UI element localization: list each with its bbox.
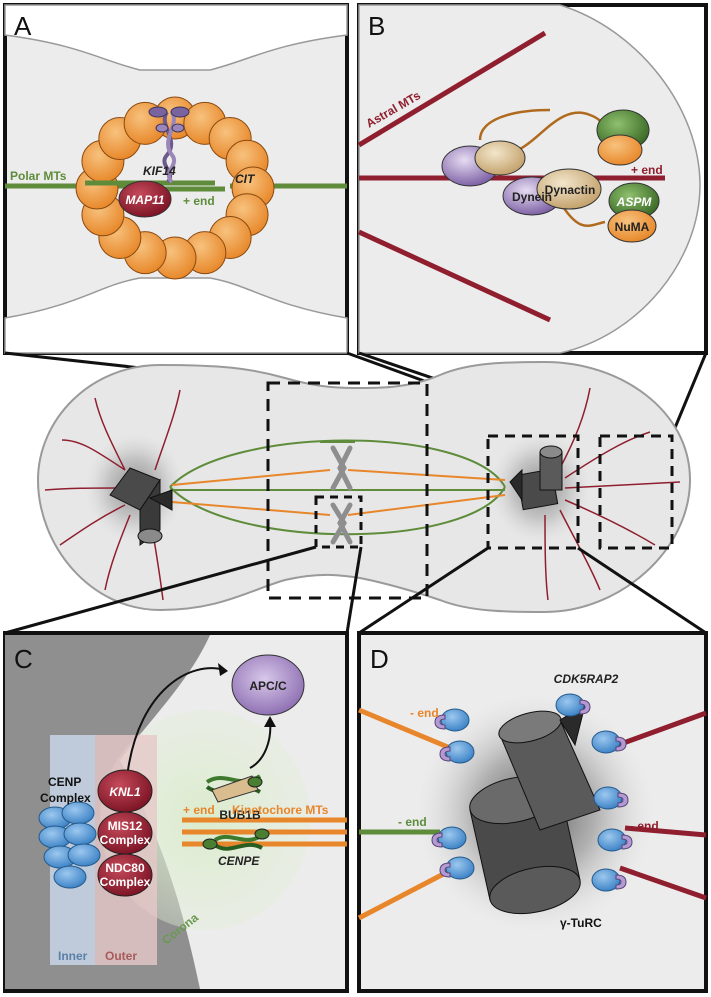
d-minus-end-label-2: - end [398, 815, 427, 829]
apcc-label: APC/C [249, 679, 287, 693]
b-plus-end-label: + end [631, 163, 663, 177]
cdk5rap2-protein [434, 714, 446, 730]
dynein-label: Dynein [512, 190, 552, 204]
c-plus-end-label: + end [183, 803, 215, 817]
cdk5rap2-protein [439, 862, 451, 878]
cdk5rap2-label: CDK5RAP2 [554, 672, 619, 686]
right-centrosome [509, 445, 563, 511]
panel-a-letter: A [14, 11, 32, 41]
kif14-label: KIF14 [143, 164, 176, 178]
cdk5rap2-protein [617, 792, 629, 808]
outer-label: Outer [105, 949, 137, 963]
ndc80-label-line2: Complex [100, 875, 151, 889]
numa-upper [597, 134, 643, 166]
numa-tether [478, 108, 551, 141]
cit-label: CIT [235, 172, 256, 186]
bub1b-label: BUB1B [219, 808, 261, 822]
knl1-to-apcc-arrow [127, 667, 226, 771]
cdk5rap2-protein [431, 832, 443, 848]
astral-mt [617, 710, 707, 748]
d-minus-end-label-3: - end [630, 819, 659, 833]
cdk5rap2-protein [579, 699, 591, 715]
mis12-label-line2: Complex [100, 833, 151, 847]
map11-label: MAP11 [125, 193, 164, 207]
kinetochore-mt [357, 865, 457, 921]
cdk5rap2-protein [439, 746, 451, 762]
panel-c: APC/C BUB1B CENP Complex KNL1 MIS12 Comp… [3, 631, 349, 993]
polar-mts-label: Polar MTs [10, 169, 67, 183]
astral-mt [357, 30, 547, 148]
cenp-label-line1: CENP [48, 775, 81, 789]
panel-a-furrow-top [4, 4, 348, 71]
dynactin-upper [474, 140, 526, 176]
cdk5rap2-protein [615, 874, 627, 890]
mis12-label-line1: MIS12 [108, 819, 143, 833]
gamma-turc-label: γ-TuRC [560, 916, 602, 930]
panel-a-furrow-bottom [4, 277, 348, 354]
chromosome-lower [330, 502, 353, 545]
apcc-protein [231, 654, 305, 716]
panel-a: KIF14 MAP11 + end Polar MTs CIT A [3, 3, 349, 355]
panel-b: Astral MTs + end Dynein Dynactin ASPM Nu… [357, 3, 708, 355]
arrowhead [264, 716, 276, 727]
cell-outline [36, 360, 692, 614]
zoom-box-b [598, 434, 674, 550]
cenpe-label: CENPE [218, 854, 260, 868]
kinetochore-mt [171, 501, 331, 516]
inner-label: Inner [58, 949, 88, 963]
ndc80-complex [97, 853, 153, 897]
map11-protein [118, 180, 172, 218]
zoom-connectors-bottom [4, 545, 707, 635]
left-centrosome [109, 467, 173, 546]
ndc80-label-line1: NDC80 [105, 861, 145, 875]
astral-mt [619, 865, 707, 901]
panel-d-letter: D [370, 644, 389, 674]
a-plus-end-label: + end [183, 194, 215, 208]
panel-b-letter: B [368, 11, 385, 41]
cdk5rap2-protein [621, 834, 633, 850]
zoom-box-c [314, 495, 363, 549]
numa [607, 209, 657, 243]
panel-d: CDK5RAP2 - end - end - end γ-TuRC D [357, 631, 708, 993]
dynactin [536, 168, 602, 210]
bub1b-motor [205, 774, 263, 803]
centriole-upper [498, 703, 601, 831]
kif14-motor [148, 106, 190, 184]
cdk5rap2-protein [615, 736, 627, 752]
dividing-cell [36, 360, 692, 614]
arrowhead [218, 663, 228, 676]
knl1-label: KNL1 [109, 785, 141, 799]
polar-mt [169, 439, 506, 488]
kinetochore-mts-label: Kinetochore MTs [232, 803, 329, 817]
astral-mt [624, 825, 707, 838]
numa-tether [558, 201, 606, 228]
aspm-label: ASPM [616, 195, 653, 209]
d-minus-end-label-1: - end [410, 706, 439, 720]
dynactin-label: Dynactin [545, 183, 596, 197]
cenp-label-line2: Complex [40, 791, 91, 805]
numa-label: NuMA [615, 220, 650, 234]
cenp-complex [38, 801, 101, 889]
kinetochore-mt [358, 707, 456, 753]
kinetochore-mt [171, 469, 331, 486]
panel-c-letter: C [14, 644, 33, 674]
cenpe-motor [202, 828, 270, 851]
chromosome-upper [330, 445, 353, 491]
astral-mt [357, 229, 552, 323]
zoom-box-a [266, 381, 429, 600]
gamma-turc-complexes [431, 693, 633, 892]
zoom-box-d [486, 434, 580, 550]
